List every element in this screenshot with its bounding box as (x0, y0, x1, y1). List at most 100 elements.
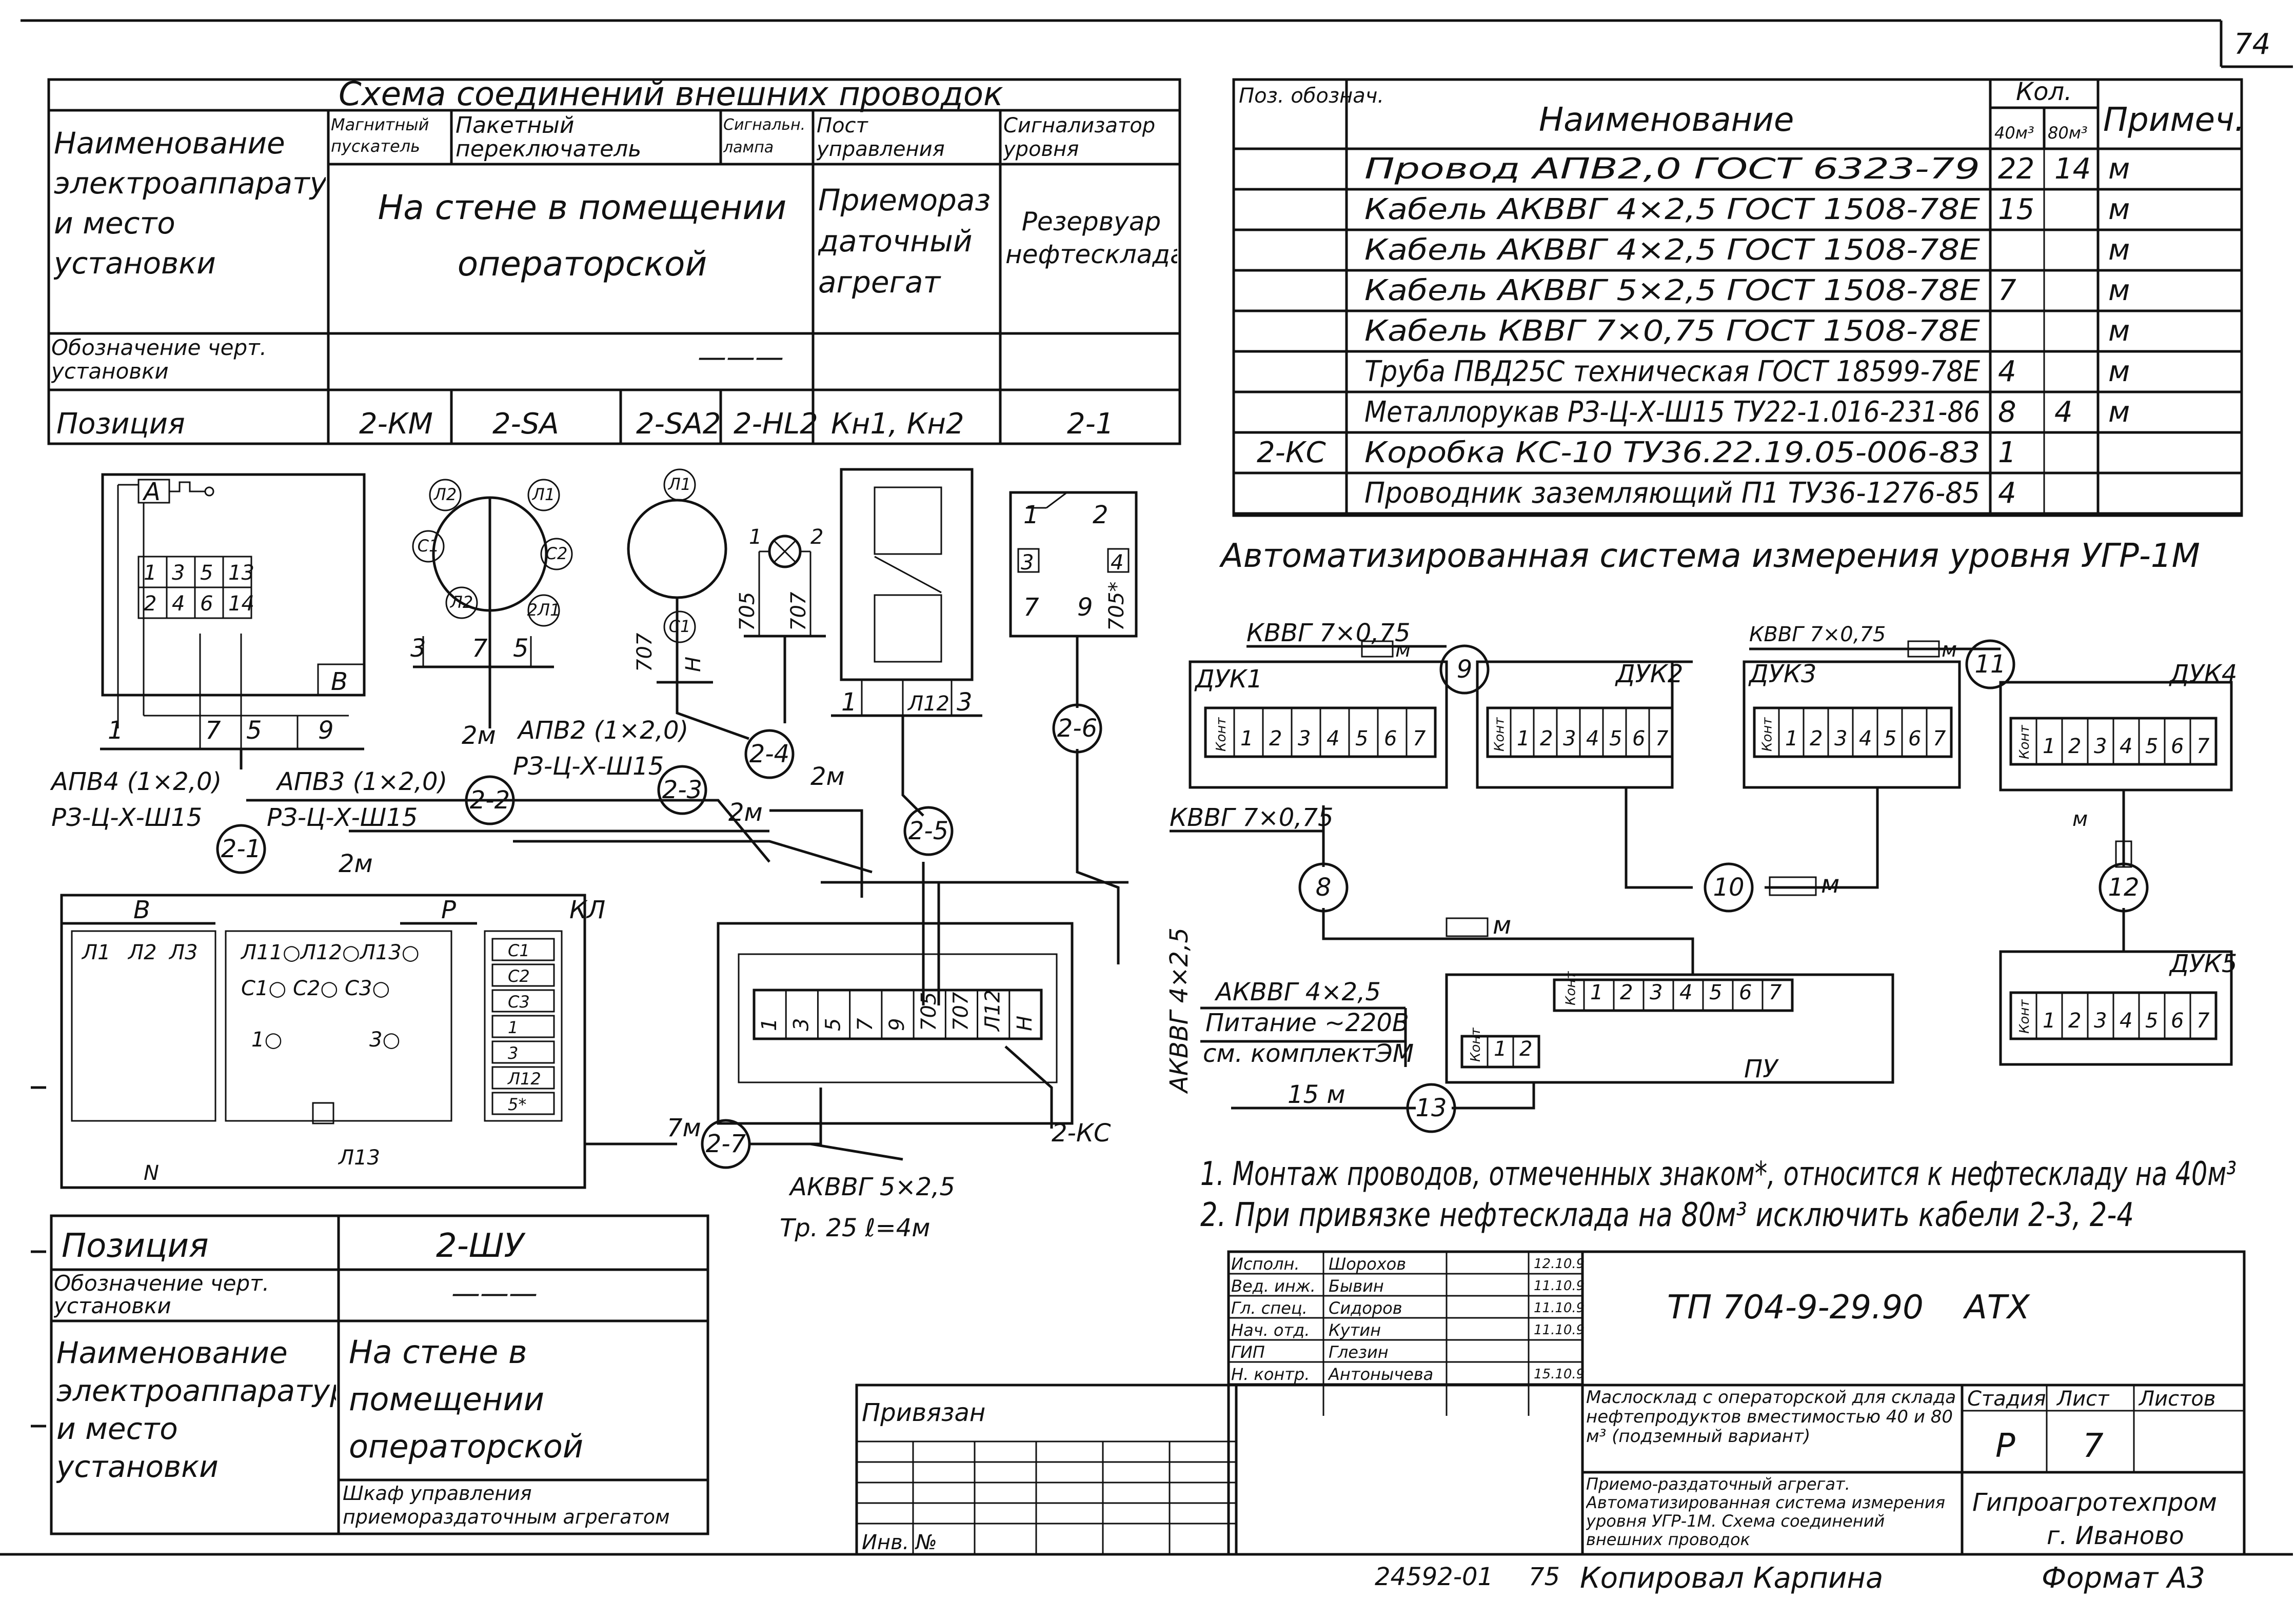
switch-terms-1: Л11○Л12○Л13○ (240, 941, 420, 964)
bottom-page: 75 (1529, 1563, 1560, 1591)
inv-label: Инв. № (862, 1531, 937, 1554)
strip-cell: 3 (1834, 727, 1847, 750)
switch-terms-4: 3○ (369, 1028, 400, 1052)
signature-date: 15.10.9 (1534, 1367, 1585, 1382)
sheet-label: Лист (2056, 1387, 2110, 1411)
kont-label: Конт (2017, 725, 2032, 759)
strip-cell: 1 (2043, 735, 2055, 758)
cable-label-c: КВВГ 7×0,75 (1170, 803, 1334, 832)
wiring-node-label: 2-6 (1057, 714, 1097, 743)
strip-cell: 7 (1769, 981, 1782, 1004)
spec-row-name: Кабель АКВВГ 4×2,5 ГОСТ 1508-78Е (1364, 193, 1981, 226)
signature-name: Шорохов (1329, 1254, 1406, 1274)
starter-contact: 4 (172, 592, 185, 616)
connections-table: Схема соединений внешних проводок Наимен… (47, 75, 1181, 445)
wiring-node: 2-2 (465, 775, 515, 825)
bound-label: Привязан (862, 1398, 985, 1427)
note-1: 1. Монтаж проводов, отмеченных знаком*, … (1200, 1155, 2236, 1193)
spec-row-note: м (2108, 274, 2130, 307)
spec-row-qty40: 7 (1998, 274, 2016, 307)
strip-cell: 4 (2120, 1009, 2132, 1033)
strip-cell: 2 (1519, 1037, 1532, 1061)
project-name: Маслосклад с операторской для склада неф… (1586, 1388, 1956, 1447)
signal-wire-705s: 705* (1105, 582, 1129, 631)
kont-label: Конт (1214, 717, 1229, 752)
switch-l13: Л13 (338, 1146, 380, 1170)
level-node: 8 (1298, 862, 1349, 913)
switch-contact-label: Л2 (450, 592, 473, 612)
label-rz1: РЗ-Ц-Х-Ш15 (51, 803, 202, 832)
label-apv3: АПВ3 (1×2,0) (275, 767, 447, 796)
connections-table-title: Схема соединений внешних проводок (339, 75, 1003, 113)
strip-cell: 2 (1540, 727, 1553, 750)
wire-7-label: 7 (205, 716, 221, 745)
shu-position-value: 2-ШУ (436, 1227, 526, 1265)
duk-label-2: ДУК2 (1615, 660, 1683, 688)
position-cell: 2-SA2 (636, 407, 721, 441)
spec-row-name: Кабель АКВВГ 4×2,5 ГОСТ 1508-78Е (1364, 233, 1981, 267)
kl-item: 1 (508, 1018, 518, 1037)
connections-place-signal: Резервуар нефтесклада (1005, 207, 1177, 269)
strip-cell: 1 (1517, 727, 1530, 750)
kont-label: Конт (2017, 999, 2032, 1034)
switch-contact: С1 (412, 530, 445, 563)
signal-term-4: 4 (1111, 551, 1123, 575)
shu-place: На стене в помещении операторской (349, 1333, 584, 1465)
strip-cell: 5 (1609, 727, 1622, 750)
switch-contact-label: Л2 (433, 485, 457, 504)
shu-position-label: Позиция (62, 1227, 209, 1265)
signature-role: Нач. отд. (1231, 1320, 1310, 1340)
power-note-1: Питание ~220В (1205, 1009, 1409, 1037)
spec-row-name: Кабель КВВГ 7×0,75 ГОСТ 1508-78Е (1364, 314, 1981, 348)
spec-row-qty40: 22 (1998, 152, 2034, 186)
position-cell: Кн1, Кн2 (831, 407, 964, 441)
switch-contact: Л1 (527, 479, 560, 511)
spec-row-qty80: 14 (2054, 152, 2091, 186)
signature-name: Кутин (1329, 1320, 1381, 1340)
terminal-number: 1 (758, 1018, 781, 1031)
wiring-node-label: 2-7 (706, 1130, 746, 1158)
lamp-terminal-2: 2 (810, 525, 823, 549)
level-node-label: 9 (1457, 655, 1473, 684)
label-tube: Тр. 25 ℓ=4м (780, 1214, 930, 1242)
signature-role: Исполн. (1231, 1254, 1300, 1274)
strip-cell: 6 (2171, 735, 2184, 758)
kl-item: С2 (508, 966, 530, 986)
wiring-node: 2-3 (657, 765, 707, 815)
starter-terminal-label: В (331, 667, 348, 696)
spec-table: Поз. обознач. Наименование Кол. 40м³ 80м… (1232, 77, 2245, 517)
starter-contact: 5 (200, 561, 213, 585)
sa2-wire-707: 707 (633, 633, 657, 672)
strip-cell: 2 (2068, 735, 2081, 758)
shu-table: Позиция 2-ШУ Обозначение черт. установки… (50, 1214, 709, 1535)
strip-cell: 7 (2196, 735, 2210, 758)
strip-cell: 3 (1650, 981, 1662, 1004)
level-node-label: 11 (1974, 650, 2006, 679)
header-packet-switch: Пакетный переключатель (456, 114, 642, 162)
wiring-node-label: 2-1 (221, 835, 261, 863)
label-apv2: АПВ2 (1×2,0) (517, 716, 688, 745)
level-node-label: 8 (1316, 873, 1332, 902)
spec-row-qty40: 1 (1998, 436, 2016, 469)
sa-wire-7: 7 (472, 634, 488, 663)
signal-term-2: 2 (1093, 501, 1109, 529)
m-label-1: м (1395, 638, 1411, 662)
terminal-number: 7 (854, 1018, 877, 1031)
wire-5-label: 5 (246, 716, 262, 745)
level-node-label: 10 (1713, 873, 1744, 902)
terminal-number: Н (1013, 1016, 1037, 1031)
spec-row: Металлорукав РЗ-Ц-Х-Ш15 ТУ22-1.016-231-8… (1364, 396, 2130, 429)
spec-header-qty: Кол. (2016, 77, 2072, 106)
label-akvvg5: АКВВГ 5×2,5 (788, 1173, 955, 1201)
spec-row-name: Коробка КС-10 ТУ36.22.19.05-006-83 (1364, 436, 1980, 469)
